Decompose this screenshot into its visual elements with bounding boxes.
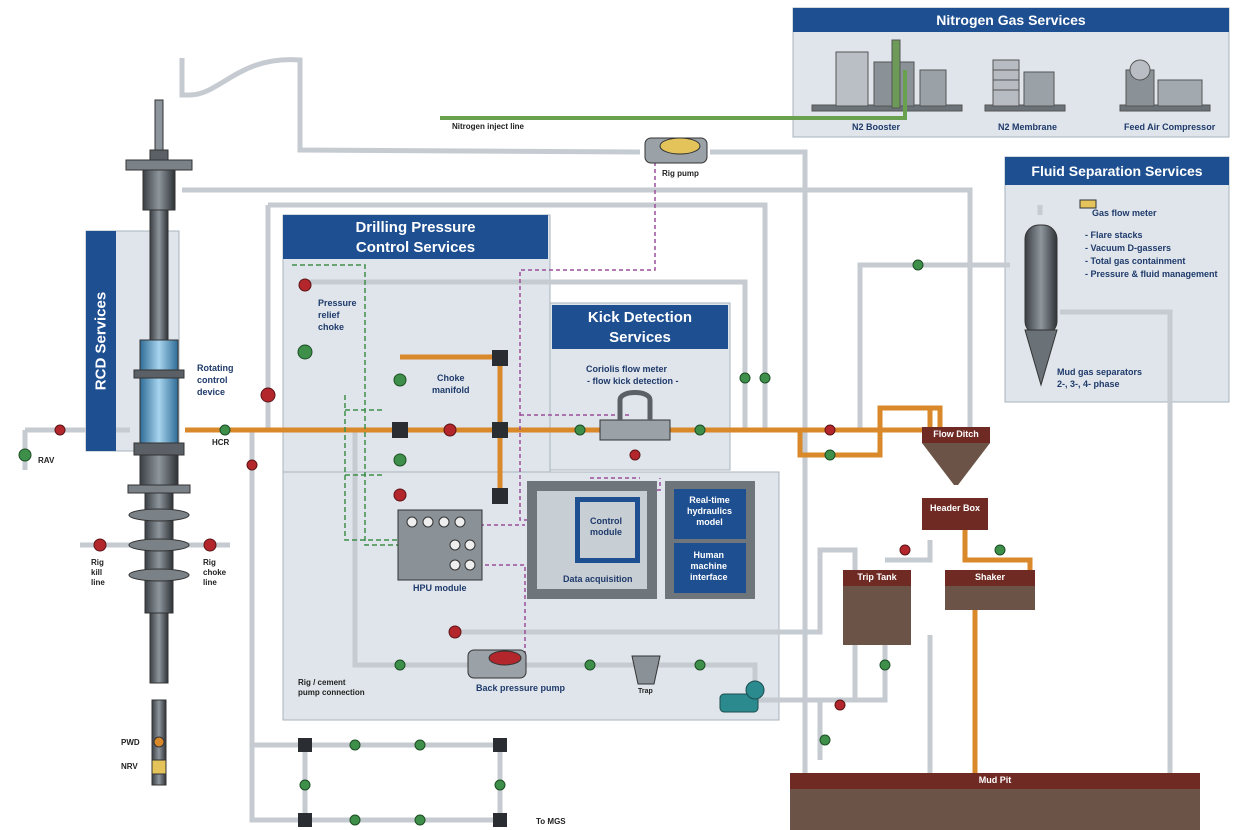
trap-label: Trap xyxy=(638,686,653,697)
hmi-label: Human machine interface xyxy=(690,550,728,583)
fs-bullet-4: - Pressure & fluid management xyxy=(1085,269,1218,280)
rav-label: RAV xyxy=(38,455,54,466)
dpc-panel-title: Drilling Pressure Control Services xyxy=(283,215,548,259)
hcr-label: HCR xyxy=(212,437,229,448)
n2-booster-label: N2 Booster xyxy=(852,122,900,133)
fluid-separation-title: Fluid Separation Services xyxy=(1005,157,1229,185)
rig-kill-line-1: Rig xyxy=(91,558,105,568)
rig-choke-line-2: choke xyxy=(203,568,226,578)
wellhead-stack xyxy=(126,100,192,785)
trip-tank-label: Trip Tank xyxy=(843,570,911,586)
rig-pump-icon xyxy=(645,138,707,163)
rotating-label-2: control xyxy=(197,375,228,386)
rig-pump-label: Rig pump xyxy=(662,168,699,179)
choke-manifold-label-2: manifold xyxy=(432,385,470,396)
rig-cement-label: Rig / cement pump connection xyxy=(298,678,365,698)
back-pressure-pump-label: Back pressure pump xyxy=(476,683,565,694)
coriolis-label-2: - flow kick detection - xyxy=(587,376,679,387)
shaker-label: Shaker xyxy=(945,570,1035,586)
kick-title-line2: Services xyxy=(552,328,728,348)
gas-flow-meter-icon xyxy=(1080,200,1096,208)
fs-bullet-3: - Total gas containment xyxy=(1085,256,1185,267)
choke-manifold-label-1: Choke xyxy=(437,373,465,384)
mud-gas-separators-label-1: Mud gas separators xyxy=(1057,367,1142,378)
hmi-line2: machine xyxy=(690,561,728,572)
control-module-line2: module xyxy=(590,527,622,538)
control-module-line1: Control xyxy=(590,516,622,527)
pressure-relief-label-2: relief xyxy=(318,310,340,321)
rig-choke-line-1: Rig xyxy=(203,558,226,568)
dpc-title-line1: Drilling Pressure xyxy=(283,218,548,238)
nitrogen-panel-title: Nitrogen Gas Services xyxy=(793,8,1229,32)
mud-pit-label: Mud Pit xyxy=(790,773,1200,789)
back-pressure-pump-icon xyxy=(468,650,526,678)
rcd-panel-title: RCD Services xyxy=(93,292,110,390)
realtime-hydraulics-label: Real-time hydraulics model xyxy=(687,495,732,528)
rig-cement-line1: Rig / cement xyxy=(298,678,365,688)
nitrogen-inject-label: Nitrogen inject line xyxy=(452,121,524,132)
fs-bullet-1: - Flare stacks xyxy=(1085,230,1143,241)
mud-gas-separators-label-2: 2-, 3-, 4- phase xyxy=(1057,379,1120,390)
rig-cement-line2: pump connection xyxy=(298,688,365,698)
dpc-title-line2: Control Services xyxy=(283,238,548,258)
hmi-line1: Human xyxy=(690,550,728,561)
rth-line1: Real-time xyxy=(687,495,732,506)
rotating-label-3: device xyxy=(197,387,225,398)
gas-flow-meter-label: Gas flow meter xyxy=(1092,208,1157,219)
rth-line3: model xyxy=(687,517,732,528)
control-module-label: Control module xyxy=(590,516,622,538)
coriolis-label-1: Coriolis flow meter xyxy=(586,364,667,375)
pwd-label: PWD xyxy=(121,737,140,748)
feed-air-compressor-label: Feed Air Compressor xyxy=(1124,122,1215,133)
kick-panel-title: Kick Detection Services xyxy=(552,305,728,349)
nrv-label: NRV xyxy=(121,761,138,772)
data-acquisition-label: Data acquisition xyxy=(563,574,633,585)
pressure-relief-label-1: Pressure xyxy=(318,298,357,309)
rig-choke-line-3: line xyxy=(203,578,226,588)
flow-ditch-label: Flow Ditch xyxy=(922,427,990,443)
to-mgs-label: To MGS xyxy=(536,816,566,827)
hmi-line3: interface xyxy=(690,572,728,583)
kick-title-line1: Kick Detection xyxy=(552,308,728,328)
fs-bullet-2: - Vacuum D-gassers xyxy=(1085,243,1171,254)
header-box-label: Header Box xyxy=(922,498,988,530)
rcd-panel-title-bar: RCD Services xyxy=(86,231,116,451)
hpu-module-label: HPU module xyxy=(413,583,467,594)
n2-membrane-label: N2 Membrane xyxy=(998,122,1057,133)
hpu-module-icon xyxy=(398,510,482,580)
rth-line2: hydraulics xyxy=(687,506,732,517)
rig-kill-line-label: Rig kill line xyxy=(91,558,105,588)
rig-kill-line-2: kill xyxy=(91,568,105,578)
pressure-relief-label-3: choke xyxy=(318,322,344,333)
rotating-label-1: Rotating xyxy=(197,363,234,374)
rig-choke-line-label: Rig choke line xyxy=(203,558,226,588)
flow-ditch-funnel xyxy=(922,443,990,485)
rig-kill-line-3: line xyxy=(91,578,105,588)
